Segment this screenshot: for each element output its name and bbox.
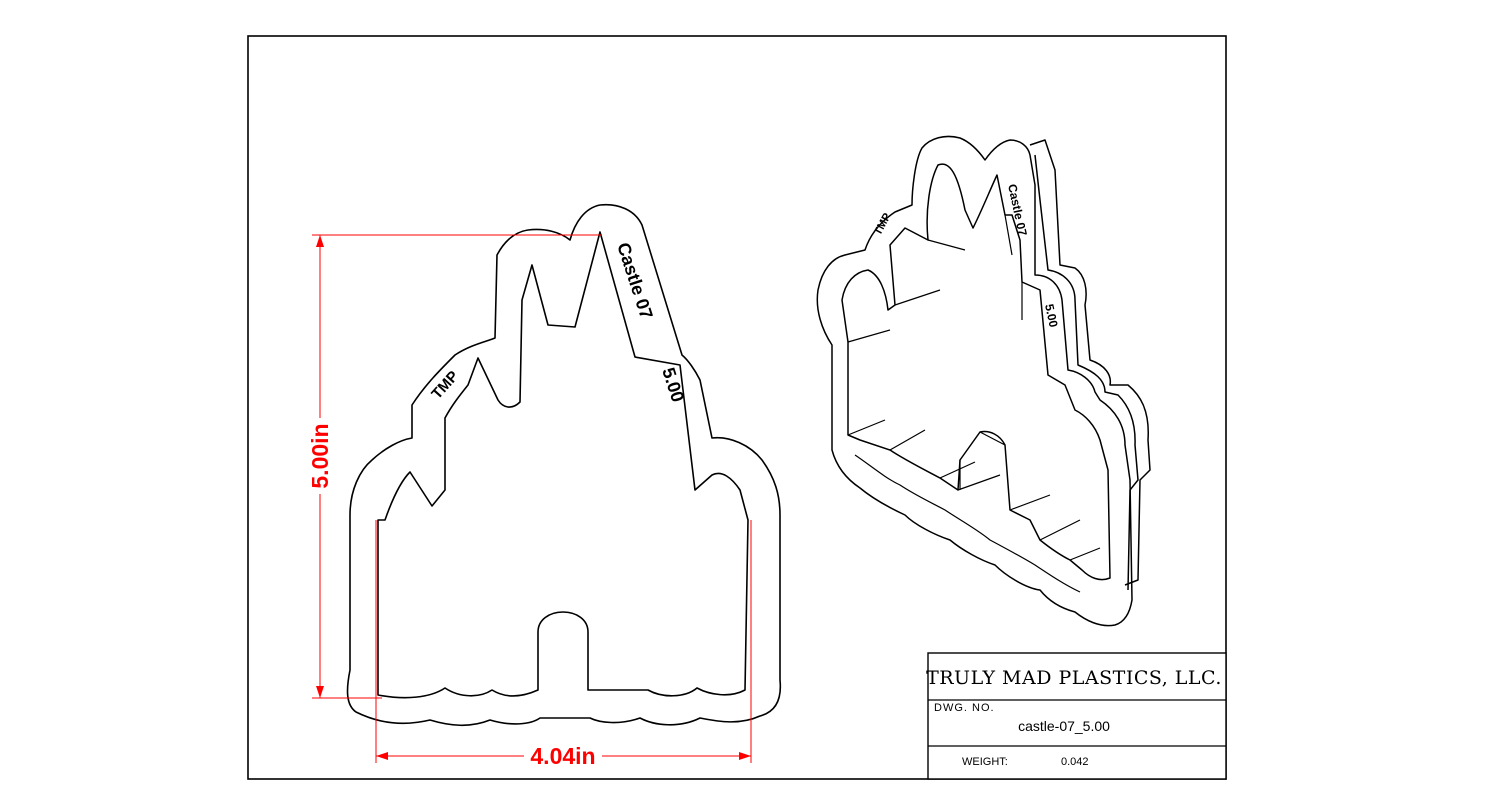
dwg-no-label: DWG. NO. xyxy=(934,702,995,714)
iso-outer-outline xyxy=(816,135,1133,627)
isometric-view: TMP Castle 07 5.00 xyxy=(816,135,1151,627)
dimensions xyxy=(312,234,752,763)
iso-back-profile xyxy=(1029,139,1151,586)
iso-back-profile-2 xyxy=(1034,154,1139,591)
height-arrow-top xyxy=(316,235,324,247)
title-block: TRULY MAD PLASTICS, LLC. DWG. NO. castle… xyxy=(926,652,1227,780)
iso-inner-depth-lines xyxy=(847,214,1101,561)
height-dimension-label: 5.00in xyxy=(307,423,333,488)
iso-emboss-name: Castle 07 xyxy=(1005,183,1030,238)
iso-emboss-maker: TMP xyxy=(872,211,894,237)
width-dimension-label: 4.04in xyxy=(530,743,595,769)
iso-inner-bottom-edge xyxy=(854,454,1081,593)
width-arrow-left xyxy=(376,752,388,760)
cutter-outer-outline xyxy=(346,203,782,727)
emboss-size-text: 5.00 xyxy=(658,365,688,405)
title-block-frame xyxy=(927,652,1227,780)
weight-value: 0.042 xyxy=(1061,756,1089,768)
height-arrow-bottom xyxy=(316,686,324,698)
cutter-inner-outline xyxy=(377,231,749,699)
company-name: TRULY MAD PLASTICS, LLC. xyxy=(926,667,1222,689)
iso-emboss-size: 5.00 xyxy=(1042,303,1061,329)
width-arrow-right xyxy=(739,752,751,760)
emboss-maker-text: TMP xyxy=(428,368,462,403)
dwg-no-value: castle-07_5.00 xyxy=(1018,718,1110,734)
iso-inner-outline xyxy=(841,163,1111,581)
width-label-mask xyxy=(524,742,602,770)
front-view: TMP Castle 07 5.00 xyxy=(346,203,782,727)
drawing-border xyxy=(247,35,1227,780)
height-label-mask xyxy=(306,418,334,494)
weight-label: WEIGHT: xyxy=(962,756,1008,768)
